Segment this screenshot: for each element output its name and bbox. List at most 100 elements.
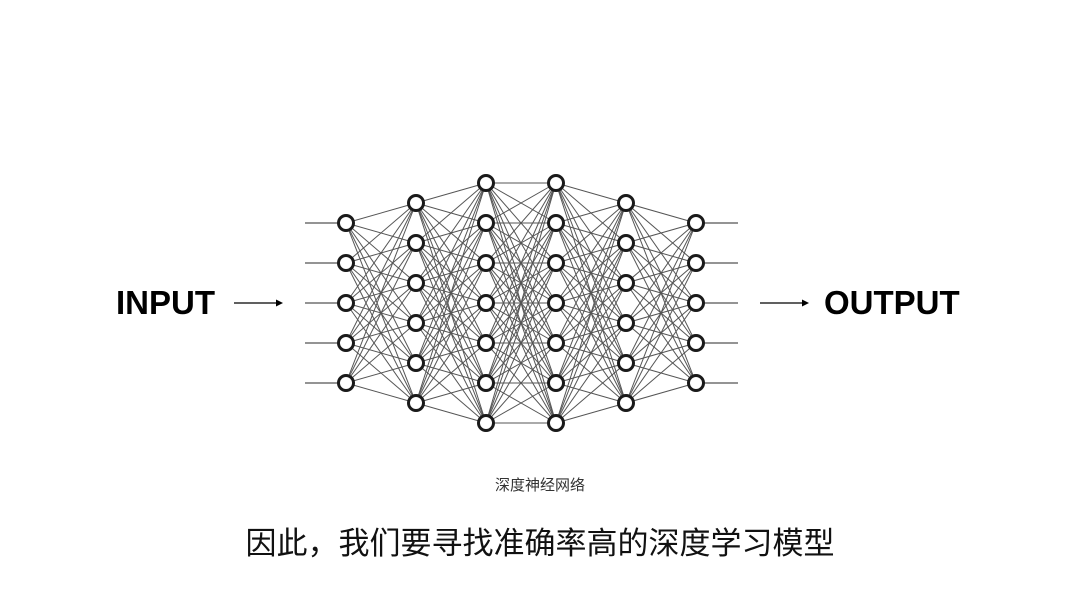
network-edge	[485, 262, 557, 424]
network-edge	[485, 182, 557, 224]
network-edge	[555, 202, 627, 384]
neuron-node	[617, 274, 635, 292]
neuron-node	[337, 214, 355, 232]
network-edge	[625, 222, 697, 404]
output-label: OUTPUT	[824, 284, 960, 321]
neuron-node	[547, 374, 565, 392]
neuron-node	[477, 254, 495, 272]
network-edge	[415, 182, 487, 204]
network-edge	[415, 402, 487, 424]
neuron-node	[407, 394, 425, 412]
network-edge	[415, 382, 487, 404]
neuron-node	[477, 334, 495, 352]
arrow-head-icon	[276, 299, 283, 307]
neuron-node	[547, 254, 565, 272]
network-edge	[555, 202, 627, 344]
network-edge	[555, 202, 627, 304]
subtitle-text: 因此，我们要寻找准确率高的深度学习模型	[245, 526, 835, 562]
network-nodes	[337, 174, 705, 432]
network-edge	[415, 182, 487, 244]
network-edge	[555, 362, 627, 424]
neuron-node	[477, 374, 495, 392]
network-edge	[485, 182, 557, 344]
network-edge	[415, 302, 487, 404]
neuron-node	[617, 194, 635, 212]
neuron-node	[407, 354, 425, 372]
network-edge	[555, 242, 627, 424]
network-edge	[415, 182, 487, 324]
network-edge	[485, 182, 557, 264]
network-edge	[485, 182, 557, 304]
neuron-node	[687, 214, 705, 232]
network-edge	[345, 282, 417, 384]
neuron-node	[477, 414, 495, 432]
network-edge	[625, 382, 697, 404]
neuron-node	[617, 314, 635, 332]
network-edge	[485, 222, 557, 424]
network-edge	[625, 302, 697, 404]
neuron-node	[477, 174, 495, 192]
network-edge	[485, 382, 557, 424]
network-edge	[625, 222, 697, 364]
neuron-node	[337, 254, 355, 272]
network-edge	[625, 202, 697, 224]
network-edge	[345, 242, 417, 384]
network-edge	[345, 362, 417, 384]
network-edge	[555, 322, 627, 424]
neuron-node	[337, 294, 355, 312]
neuron-node	[477, 294, 495, 312]
diagram-caption: 深度神经网络	[494, 476, 585, 494]
neuron-node	[547, 214, 565, 232]
neuron-node	[407, 314, 425, 332]
neuron-node	[687, 254, 705, 272]
network-edge	[415, 222, 487, 404]
neuron-node	[687, 294, 705, 312]
network-edge	[415, 182, 487, 364]
input-label: INPUT	[116, 284, 215, 321]
network-edge	[555, 202, 627, 224]
neuron-node	[617, 234, 635, 252]
network-edge	[345, 202, 417, 384]
network-edge	[345, 382, 417, 404]
network-edge	[555, 202, 627, 264]
neuron-node	[687, 334, 705, 352]
io-arrows	[234, 299, 809, 307]
network-edge	[415, 182, 487, 404]
neuron-node	[547, 294, 565, 312]
network-edge	[485, 302, 557, 424]
neuron-node	[547, 334, 565, 352]
network-edge	[345, 202, 417, 344]
network-edge	[555, 402, 627, 424]
neuron-node	[687, 374, 705, 392]
network-edge	[415, 182, 487, 284]
neuron-node	[547, 174, 565, 192]
network-edge	[555, 202, 627, 424]
network-edges	[305, 182, 738, 424]
network-edge	[625, 222, 697, 244]
network-edge	[625, 222, 697, 324]
network-edge	[415, 262, 487, 404]
neuron-node	[337, 334, 355, 352]
network-edge	[555, 182, 627, 204]
neuron-node	[547, 414, 565, 432]
network-edge	[485, 182, 557, 384]
network-edge	[555, 282, 627, 424]
neuron-node	[407, 194, 425, 212]
network-edge	[415, 342, 487, 404]
network-edge	[345, 202, 417, 264]
network-edge	[485, 182, 557, 424]
network-edge	[345, 322, 417, 384]
network-edge	[625, 262, 697, 404]
neuron-node	[407, 274, 425, 292]
network-edge	[625, 342, 697, 404]
network-edge	[345, 202, 417, 304]
neuron-node	[337, 374, 355, 392]
arrow-head-icon	[802, 299, 809, 307]
network-edge	[485, 342, 557, 424]
neuron-node	[477, 214, 495, 232]
neuron-node	[617, 394, 635, 412]
network-edge	[625, 222, 697, 284]
neuron-node	[617, 354, 635, 372]
neuron-node	[407, 234, 425, 252]
